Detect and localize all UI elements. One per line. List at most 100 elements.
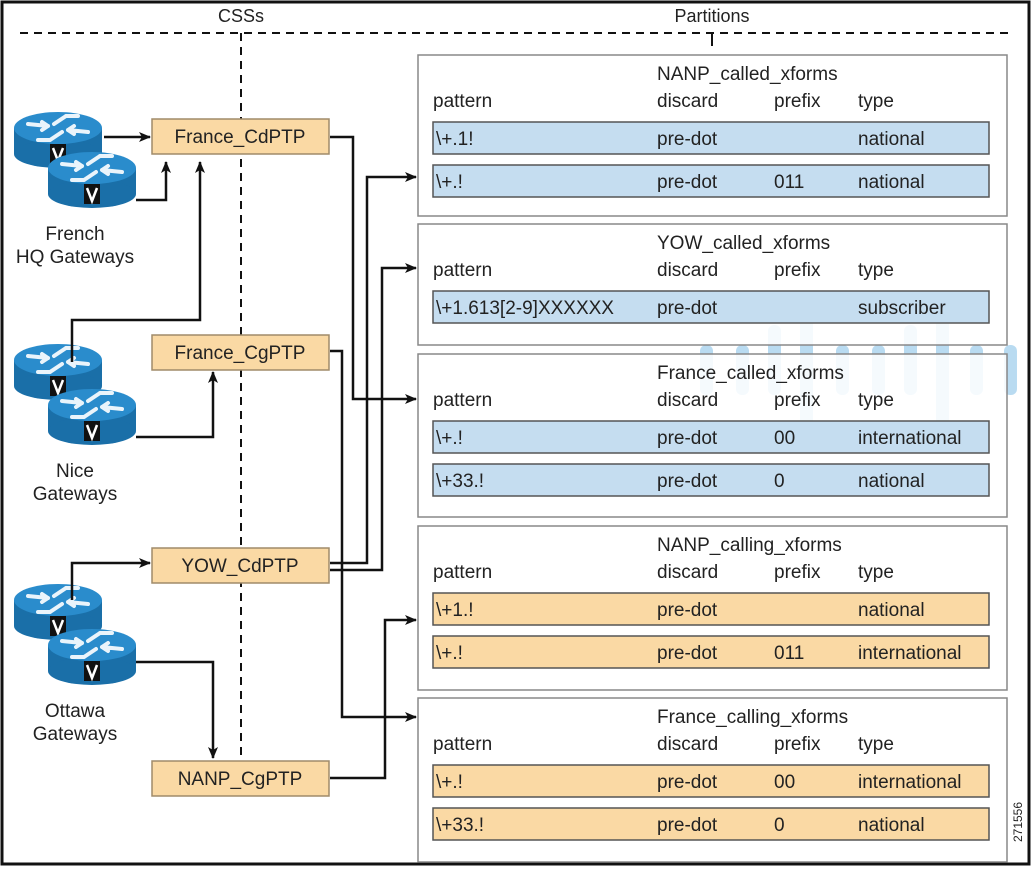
column-header-pattern: pattern [433,390,492,411]
cell-discard: pre-dot [657,772,718,793]
cell-prefix: 00 [774,772,795,793]
table-row [432,592,990,626]
column-header-discard: discard [657,562,718,583]
partition-title: France_calling_xforms [657,707,848,728]
cell-pattern: \+.! [436,428,463,449]
table-row [432,121,990,155]
cell-pattern: \+1.613[2-9]XXXXXX [436,298,614,319]
table-row [432,463,990,497]
cell-type: national [858,129,925,150]
column-header-type: type [858,734,894,755]
css-boxes: France_CdPTP France_CgPTP YOW_CdPTP NANP_Cg… [151,118,330,797]
table-row [432,164,990,198]
column-header-type: type [858,562,894,583]
column-header-prefix: prefix [774,562,821,583]
table-row [432,764,990,798]
css-box [151,547,330,584]
header-partitions: Partitions [674,6,749,26]
arrow-ottawa2-nanpcgptp [136,660,218,759]
cell-discard: pre-dot [657,815,718,836]
column-header-prefix: prefix [774,260,821,281]
cell-prefix: 011 [774,172,804,193]
css-box-label: NANP_CgPTP [178,769,303,790]
gateway-label: Gateways [33,484,117,505]
cell-pattern: \+.! [436,172,463,193]
partition-title: France_called_xforms [657,363,844,384]
cell-prefix: 00 [774,428,795,449]
table-row [432,807,990,841]
table-row [432,635,990,669]
arrow-yow-nanp-called [330,172,417,565]
table-row [432,420,990,454]
column-header-pattern: pattern [433,260,492,281]
gateway-label: Gateways [33,724,117,745]
gateway-label: HQ Gateways [16,247,134,268]
gateway-label: Ottawa [45,701,106,722]
column-header-type: type [858,390,894,411]
column-header-prefix: prefix [774,734,821,755]
css-box [151,760,330,797]
cell-pattern: \+.! [436,772,463,793]
css-box [151,118,330,155]
connectors [70,132,417,780]
column-header-type: type [858,260,894,281]
column-header-prefix: prefix [774,91,821,112]
column-header-discard: discard [657,390,718,411]
column-header-prefix: prefix [774,390,821,411]
cell-type: national [858,471,925,492]
css-box [151,334,330,371]
cell-type: national [858,815,925,836]
gateway-label: Nice [56,461,94,482]
arrow-nanpcg-nanp-calling [330,615,417,780]
cell-type: national [858,600,925,621]
arrow-ottawa1-yowcdptp [70,558,151,600]
column-header-discard: discard [657,734,718,755]
cell-prefix: 0 [774,815,785,836]
cell-discard: pre-dot [657,643,718,664]
arrow-french2-cdptp [136,161,171,202]
arrow-cgptp-france-calling [330,349,417,722]
header-csss: CSSs [218,6,264,26]
css-box-label: France_CdPTP [175,127,306,148]
cell-pattern: \+.1! [436,129,474,150]
css-box-label: France_CgPTP [175,343,306,364]
column-header-pattern: pattern [433,734,492,755]
cell-type: international [858,643,962,664]
partition-title: NANP_called_xforms [657,64,838,85]
cell-type: international [858,772,962,793]
cell-prefix: 011 [774,643,804,664]
partition-box [417,223,1008,346]
gateway-label: French [45,224,104,245]
arrow-yow-yow-called [330,263,417,572]
column-header-discard: discard [657,260,718,281]
arrow-nice2-cgptp [136,371,218,439]
arrow-cdptp-france-called [330,135,417,404]
cell-pattern: \+.! [436,643,463,664]
cell-type: national [858,172,925,193]
cell-type: subscriber [858,298,946,319]
column-header-pattern: pattern [433,562,492,583]
cell-pattern: \+1.! [436,600,474,621]
column-header-discard: discard [657,91,718,112]
cell-discard: pre-dot [657,600,718,621]
cell-discard: pre-dot [657,172,718,193]
cell-discard: pre-dot [657,129,718,150]
cell-discard: pre-dot [657,298,718,319]
partition-title: YOW_called_xforms [657,233,830,254]
cell-pattern: \+33.! [436,815,484,836]
css-box-label: YOW_CdPTP [181,556,298,577]
cell-discard: pre-dot [657,428,718,449]
cell-discard: pre-dot [657,471,718,492]
partition-title: NANP_calling_xforms [657,535,842,556]
